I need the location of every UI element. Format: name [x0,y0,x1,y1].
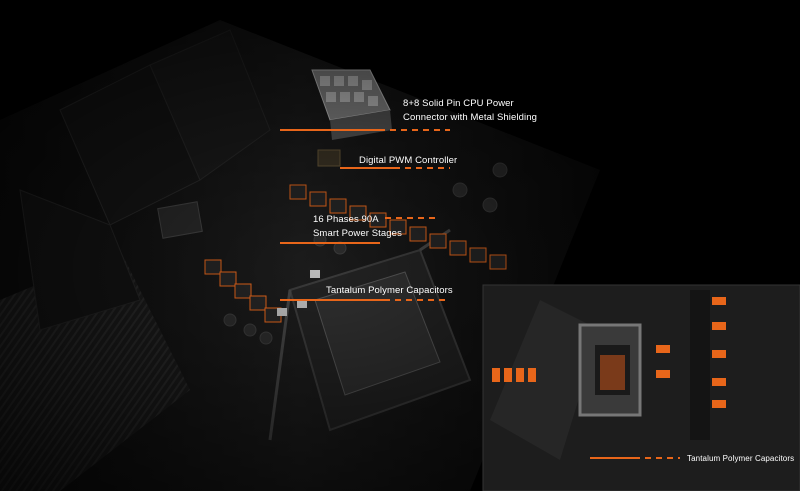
callout-power-stages: 16 Phases 90A Smart Power Stages [313,213,402,241]
inset-closeup [482,284,800,491]
callout-cpu-power-line1: 8+8 Solid Pin CPU Power [403,98,514,109]
callout-tantalum-inset: Tantalum Polymer Capacitors [687,452,794,466]
callout-pwm: Digital PWM Controller [359,154,457,168]
callout-tantalum-main-label: Tantalum Polymer Capacitors [326,285,453,296]
callout-power-stages-line2: Smart Power Stages [313,228,402,239]
callout-tantalum-inset-label: Tantalum Polymer Capacitors [687,454,795,463]
callout-tantalum-main: Tantalum Polymer Capacitors [326,284,453,298]
callout-power-stages-line1: 16 Phases 90A [313,214,379,225]
callout-cpu-power-line2: Connector with Metal Shielding [403,112,537,123]
callout-cpu-power: 8+8 Solid Pin CPU Power Connector with M… [403,97,537,125]
callout-pwm-label: Digital PWM Controller [359,155,458,166]
inset-tantalum-caps [492,297,726,408]
callout-leaders [280,129,680,459]
